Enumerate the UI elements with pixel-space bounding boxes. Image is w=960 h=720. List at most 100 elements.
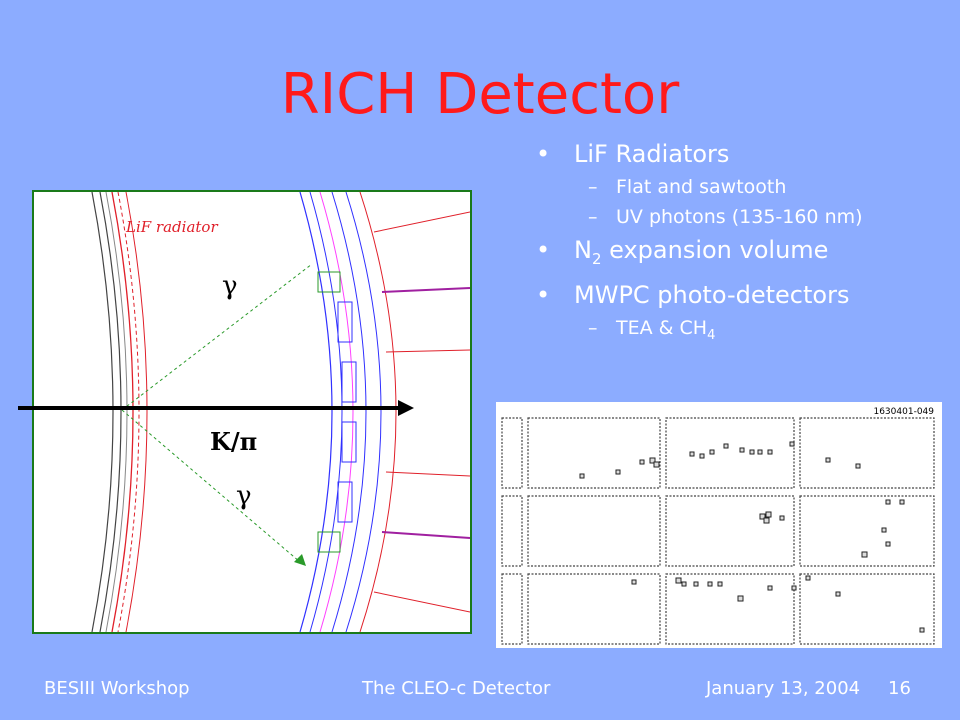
event-display-figure: 1630401-049 [496,402,942,648]
panel-r3c2 [665,573,795,645]
hit [835,591,841,597]
hit [805,575,811,581]
panel-r3c3 [799,573,935,645]
module-box-2 [341,361,357,403]
panel-r2c3 [799,495,935,567]
hit [579,473,585,479]
footer-page-number: 16 [888,678,911,699]
hit [689,451,695,457]
bullet-mwpc: MWPC photo-detectors [536,277,946,313]
hit [861,551,868,558]
outer-line-6 [373,591,471,613]
hit [681,581,687,587]
hit [881,527,887,533]
hit [693,581,699,587]
hit [825,457,831,463]
radiator-red-line [111,191,134,633]
n2-text: expansion volume [601,236,829,264]
hit [653,461,660,468]
hit [615,469,621,475]
hit [639,459,645,465]
footer-center: The CLEO-c Detector [362,678,551,699]
outer-line-4 [385,471,471,477]
event-id-label: 1630401-049 [873,407,934,417]
panel-r3c0 [501,573,523,645]
sub-bullet-uv-photons: UV photons (135-160 nm) [536,202,946,232]
module-box-bottom [317,531,341,553]
detector-line-4 [331,191,367,633]
hit [717,581,723,587]
radiator-inner-line [99,191,122,633]
sub-bullet-flat-sawtooth: Flat and sawtooth [536,172,946,202]
particle-label: K/π [210,427,257,456]
hit [791,585,797,591]
panel-r3c1 [527,573,661,645]
module-box-top [317,271,341,293]
hit [675,577,682,584]
hit [899,499,905,505]
hit [885,541,891,547]
hit [631,579,637,585]
particle-track-arrowhead [398,400,414,416]
gamma-top-label: γ [222,271,238,301]
event-display: 1630401-049 [501,407,935,645]
n2-subscript: 2 [591,249,602,268]
footer-date: January 13, 2004 [706,678,861,699]
detector-line-6 [359,191,397,633]
module-box-4 [337,481,353,523]
hit [759,513,766,520]
hit [767,585,773,591]
sub-bullet-tea-ch4: TEA & CH4 [536,313,946,351]
hit [649,457,656,464]
detector-line-2 [309,191,343,633]
detector-line-3 [319,191,354,633]
detector-line-5 [345,191,382,633]
outer-line-1 [373,211,471,233]
hit [765,511,772,518]
hit [709,449,715,455]
radiator-red-line-2 [125,191,148,633]
footer-left: BESIII Workshop [44,678,190,699]
bullet-list: LiF Radiators Flat and sawtooth UV photo… [536,136,946,351]
photon-path-top [121,263,313,411]
bullet-n2-expansion: N2 expansion volume [536,232,946,277]
photon-arrowhead [294,554,306,566]
hit [779,515,785,521]
hit [763,517,770,524]
radiator-outer-line [91,191,114,633]
lif-radiator-label: LiF radiator [125,218,218,236]
hit [707,581,713,587]
outer-line-3 [385,349,471,353]
slide-title: RICH Detector [280,62,680,127]
panel-r1c2 [665,417,795,489]
tea-ch-text: TEA & CH [616,316,708,339]
gamma-bottom-label: γ [236,481,252,511]
particle-track-arrow [18,400,414,416]
hit [723,443,729,449]
hit [739,447,745,453]
panel-r1c3 [799,417,935,489]
n2-symbol: N [574,236,592,264]
panel-r2c1 [527,495,661,567]
panel-r2c2 [665,495,795,567]
outer-line-5 [381,531,471,539]
hit [757,449,763,455]
hit [789,441,795,447]
panel-r1c0 [501,417,523,489]
radiator-sawtooth [117,191,140,633]
bullet-lif-radiators: LiF Radiators [536,136,946,172]
outer-line-2 [381,287,471,293]
hit [919,627,925,633]
module-box-1 [337,301,353,343]
panel-r2c0 [501,495,523,567]
hit [855,463,861,469]
hit [885,499,891,505]
detector-line-1 [299,191,333,633]
panel-r1c1 [527,417,661,489]
module-box-3 [341,421,357,463]
hit [699,453,705,459]
hit [737,595,744,602]
rich-diagram: LiF radiator γ γ K/π [91,191,471,633]
ch4-subscript: 4 [707,327,716,343]
hit [749,449,755,455]
